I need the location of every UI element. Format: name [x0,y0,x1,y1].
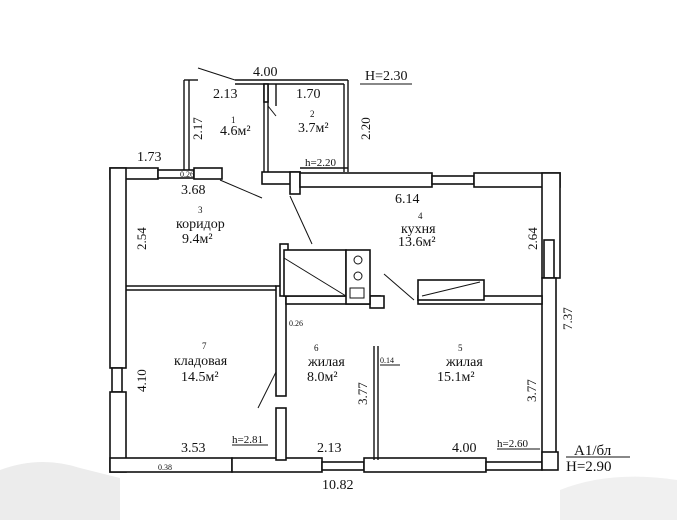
dim-377-b: 3.77 [524,379,539,402]
veranda-walls [183,67,349,172]
dim-737: 7.37 [560,307,575,330]
room-4-number: 4 [418,211,423,221]
room-7-area: 14.5м² [181,370,219,385]
dim-353: 3.53 [181,441,206,456]
room-3-number: 3 [198,205,203,215]
sink-block [417,279,485,301]
dim-410: 4.10 [134,369,149,392]
room-6-number: 6 [314,343,319,353]
dim-213-top: 2.13 [213,87,238,102]
room-1-number: 1 [231,115,236,125]
dim-170: 1.70 [296,87,321,102]
room-2-number: 2 [310,109,315,119]
label-underlines [232,83,630,458]
dim-026-a: 0.26 [180,170,194,179]
dim-377-a: 3.77 [355,382,370,405]
room-6-name: жилая [307,355,345,370]
veranda-inner-height: h=2.20 [305,157,336,169]
dim-614: 6.14 [395,192,420,207]
room-4-name: кухня [401,222,436,237]
dim-014: 0.14 [380,356,394,365]
dim-368: 3.68 [181,183,206,198]
room-5-name: жилая [445,355,483,370]
dim-038: 0.38 [158,463,172,472]
height-281: h=2.81 [232,434,263,446]
room-3-area: 9.4м² [182,232,213,247]
room-7-number: 7 [202,341,207,351]
room-4-area: 13.6м² [398,235,436,250]
height-260: h=2.60 [497,438,528,450]
room-7-name: кладовая [174,354,228,369]
room-3-name: коридор [176,217,225,232]
labels: 4.00 H=2.30 2.13 1.70 2.17 2.20 h=2.20 1… [134,65,612,493]
dim-220: 2.20 [358,117,373,140]
dim-400-bottom: 4.00 [452,441,477,456]
dim-213-bottom: 2.13 [317,441,342,456]
shadow-area-right [560,476,677,520]
dim-total: 10.82 [322,478,354,493]
dim-173: 1.73 [137,150,162,165]
room-5-number: 5 [458,343,463,353]
plan-height: H=2.90 [566,459,612,475]
dim-254: 2.54 [134,227,149,250]
dim-026-b: 0.26 [289,319,303,328]
room-1-area: 4.6м² [220,124,251,139]
shadow-area-left [0,461,120,520]
room-6-area: 8.0м² [307,370,338,385]
room-5-area: 15.1м² [437,370,475,385]
outer-walls [109,167,561,473]
dim-264: 2.64 [525,227,540,250]
veranda-height: H=2.30 [365,69,408,84]
plan-code: А1/бл [574,443,612,459]
room-2-area: 3.7м² [298,121,329,136]
stove-block [283,249,371,305]
dim-top-400: 4.00 [253,65,278,80]
dim-217: 2.17 [190,117,205,140]
